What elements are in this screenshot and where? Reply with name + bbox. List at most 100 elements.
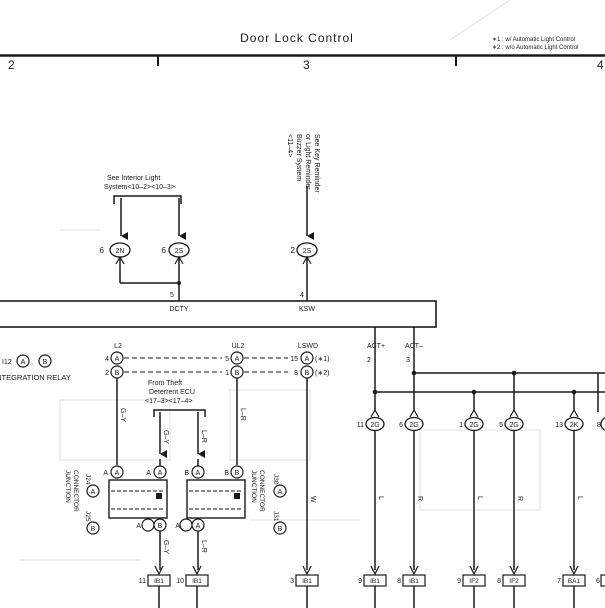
svg-text:JUNCTION: JUNCTION <box>250 470 257 503</box>
bottom-connectors: 11 IB1 10 IB1 3 IB1 9 IB1 8 IB1 9 IF2 <box>139 574 605 587</box>
svg-text:1: 1 <box>225 370 229 377</box>
junction-labels-right: JUNCTION CONNECTOR J30 A J31 B <box>250 470 287 535</box>
svg-text:J24: J24 <box>84 474 91 485</box>
svg-text:A: A <box>21 359 26 366</box>
svg-text:A: A <box>91 489 96 496</box>
svg-text:W: W <box>309 496 316 503</box>
act-connector-2: 6 2G <box>399 416 424 432</box>
relay-pin-row-a: 4 A 5 A 15 A (∗1) <box>105 351 329 365</box>
svg-text:2: 2 <box>367 357 371 364</box>
svg-text:A: A <box>196 470 201 477</box>
act-connector-3: 1 2G <box>459 416 484 432</box>
svg-text:9: 9 <box>358 578 362 585</box>
svg-text:IF2: IF2 <box>509 578 519 585</box>
svg-text:CONNECTOR: CONNECTOR <box>258 470 265 512</box>
svg-text:A: A <box>305 356 310 363</box>
svg-text:I12: I12 <box>2 359 12 366</box>
bottom-connector-6: 9 IF2 <box>457 574 486 587</box>
interior-light-reference: See Interior Light System<10–2><10–3> <box>104 175 186 240</box>
header: Door Lock Control ∗1 : w/ Automatic Ligh… <box>0 31 605 72</box>
svg-text:8: 8 <box>497 578 501 585</box>
relay-name: INTEGRATION RELAY <box>0 373 71 382</box>
relay-label: I12 A , B INTEGRATION RELAY <box>0 354 71 382</box>
top-connector-3: 2 2S <box>291 242 318 258</box>
pin-ul2: UL2 <box>232 343 245 350</box>
bottom-connector-7: 8 IF2 <box>497 574 526 587</box>
bottom-arrows <box>154 565 579 576</box>
svg-text:8: 8 <box>294 370 298 377</box>
svg-text:A: A <box>136 523 141 530</box>
svg-text:L: L <box>476 496 483 500</box>
bottom-connector-1: 11 IB1 <box>139 574 171 587</box>
svg-text:8: 8 <box>397 578 401 585</box>
svg-text:JUNCTION: JUNCTION <box>64 470 71 503</box>
relay-pin-row-b: 2 B 1 B 8 B (∗2) <box>105 365 329 379</box>
svg-text:IB1: IB1 <box>409 578 419 585</box>
relay-box <box>0 300 437 328</box>
svg-text:<11–4>: <11–4> <box>286 134 293 157</box>
svg-text:5: 5 <box>499 422 503 429</box>
svg-text:15: 15 <box>290 356 298 363</box>
svg-text:L–R: L–R <box>200 430 207 443</box>
note-2: ∗2 : w/o Automatic Light Control <box>492 45 578 51</box>
svg-text:IF2: IF2 <box>469 578 479 585</box>
svg-text:3: 3 <box>406 357 410 364</box>
svg-text:1: 1 <box>459 422 463 429</box>
svg-text:or Light Reminder: or Light Reminder <box>304 134 311 190</box>
zone-4: 4 <box>597 58 604 72</box>
act-connector-1: 11 2G <box>357 416 385 432</box>
svg-text:(∗1): (∗1) <box>315 356 329 363</box>
splice-dot <box>177 281 181 285</box>
svg-text:2G: 2G <box>409 422 418 429</box>
svg-text:A: A <box>115 470 120 477</box>
svg-text:A: A <box>235 356 240 363</box>
svg-text:5: 5 <box>170 292 174 299</box>
bottom-connector-3: 3 IB1 <box>290 574 319 587</box>
pin-l2: L2 <box>114 343 122 350</box>
svg-text:A: A <box>158 470 163 477</box>
svg-text:11: 11 <box>139 578 146 585</box>
act-connector-6: 8 <box>597 417 605 431</box>
svg-text:Deterrent ECU: Deterrent ECU <box>149 389 195 396</box>
svg-text:B: B <box>43 359 48 366</box>
svg-text:6: 6 <box>596 578 600 585</box>
option-dashes <box>124 357 288 373</box>
svg-text:L: L <box>576 496 583 500</box>
theft-deterrent-reference: From Theft Deterrent ECU <17–3><17–4> <box>145 380 206 458</box>
svg-text:2G: 2G <box>469 422 478 429</box>
zone-2: 2 <box>8 58 15 72</box>
junction-connector-right: A B B B A A <box>175 465 246 532</box>
svg-text:4: 4 <box>300 292 304 299</box>
svg-text:R: R <box>416 496 423 501</box>
ghost-background <box>20 0 541 561</box>
svg-text:Buzzer System: Buzzer System <box>295 134 302 181</box>
top-connector-2: 6 2S <box>162 242 190 258</box>
act-connector-5: 13 2K <box>555 416 584 432</box>
svg-text:L: L <box>377 496 384 500</box>
bottom-connector-8: 7 BA1 <box>557 574 586 587</box>
svg-text:L–R: L–R <box>200 540 207 553</box>
zone-3: 3 <box>303 58 310 72</box>
svg-text:CONNECTOR: CONNECTOR <box>72 470 79 512</box>
svg-text:A: A <box>146 470 151 477</box>
note-1: ∗1 : w/ Automatic Light Control <box>492 37 575 43</box>
key-reminder-reference: See Key Reminder or Light Reminder Buzze… <box>286 134 320 240</box>
svg-text:A: A <box>115 356 120 363</box>
bottom-connector-9: 6 <box>596 574 605 587</box>
svg-text:A: A <box>196 523 201 530</box>
svg-text:(∗2): (∗2) <box>315 370 329 377</box>
svg-text:B: B <box>235 470 240 477</box>
bottom-connector-2: 10 IB1 <box>176 574 209 587</box>
svg-text:2S: 2S <box>175 248 184 255</box>
svg-text:10: 10 <box>176 578 184 585</box>
svg-text:A: A <box>278 489 283 496</box>
svg-text:2N: 2N <box>116 248 125 255</box>
bottom-connector-4: 9 IB1 <box>358 574 387 587</box>
svg-text:System<10–2><10–3>: System<10–2><10–3> <box>104 184 175 191</box>
svg-text:See Interior Light: See Interior Light <box>107 175 160 182</box>
svg-text:B: B <box>115 370 120 377</box>
pin-lswd: LSWD <box>298 343 318 350</box>
pin-ksw: KSW <box>299 306 315 313</box>
splice-dots <box>372 370 577 395</box>
